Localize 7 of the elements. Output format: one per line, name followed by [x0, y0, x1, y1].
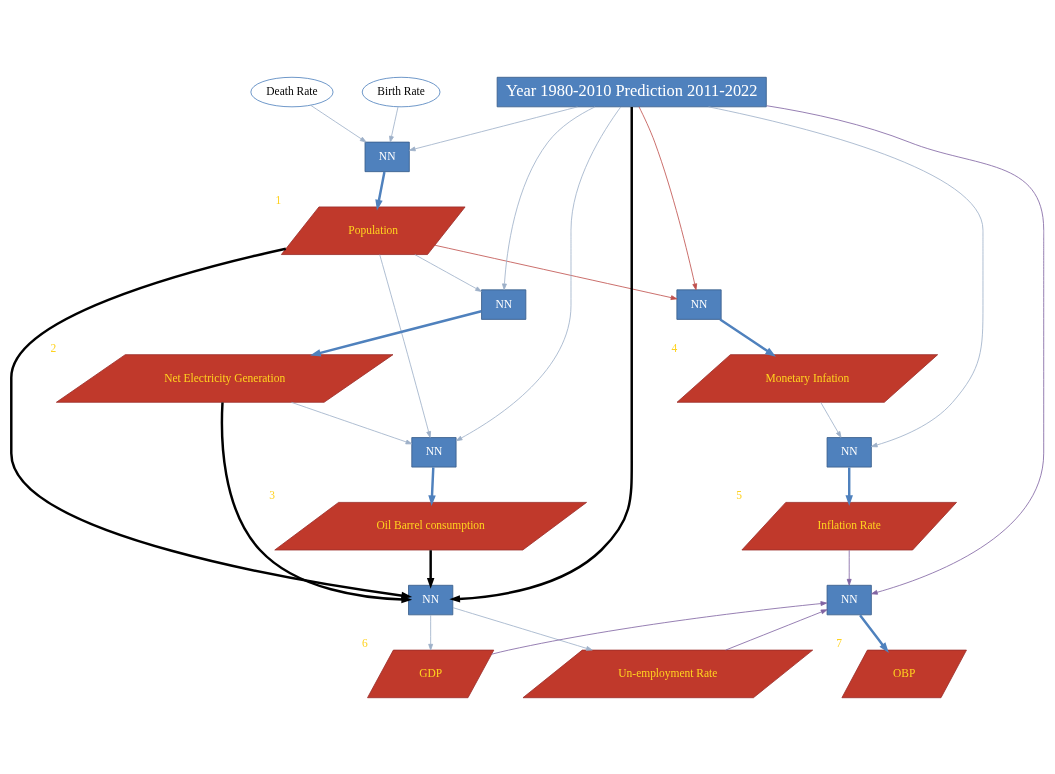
- node-label: 6: [361, 636, 368, 649]
- node-label: 1: [275, 193, 282, 206]
- node-label: 2: [50, 341, 57, 354]
- node-label: 4: [671, 341, 678, 354]
- node-label: 7: [836, 636, 843, 649]
- node-label: 3: [269, 488, 275, 501]
- node-label: 5: [736, 488, 742, 501]
